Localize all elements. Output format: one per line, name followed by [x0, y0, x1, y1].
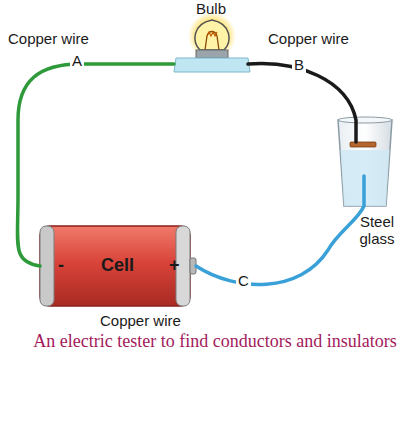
cell-drawing [40, 226, 196, 306]
wire-label: Copper wire [100, 312, 181, 329]
wire-letter: C [236, 272, 251, 289]
wire-label: Copper wire [8, 30, 89, 47]
bulb-node: Bulb [168, 0, 254, 74]
cell-text: - [58, 255, 64, 276]
wire-letter: A [70, 52, 84, 69]
cell-text: + [169, 255, 180, 276]
wire-letter: B [292, 56, 306, 73]
copper-wire [17, 64, 174, 266]
cell-text: Cell [101, 255, 134, 276]
cell-node: - Cell + [40, 226, 196, 306]
steel-glass-node: Steel glass [330, 115, 410, 260]
steel-glass-text: Steel glass [352, 213, 402, 248]
caption: An electric tester to find conductors an… [30, 330, 400, 353]
bulb-text: Bulb [196, 0, 226, 17]
bulb-drawing [174, 12, 250, 72]
wire-label: Copper wire [268, 30, 349, 47]
copper-wire [248, 63, 356, 142]
copper-wire [196, 176, 364, 285]
